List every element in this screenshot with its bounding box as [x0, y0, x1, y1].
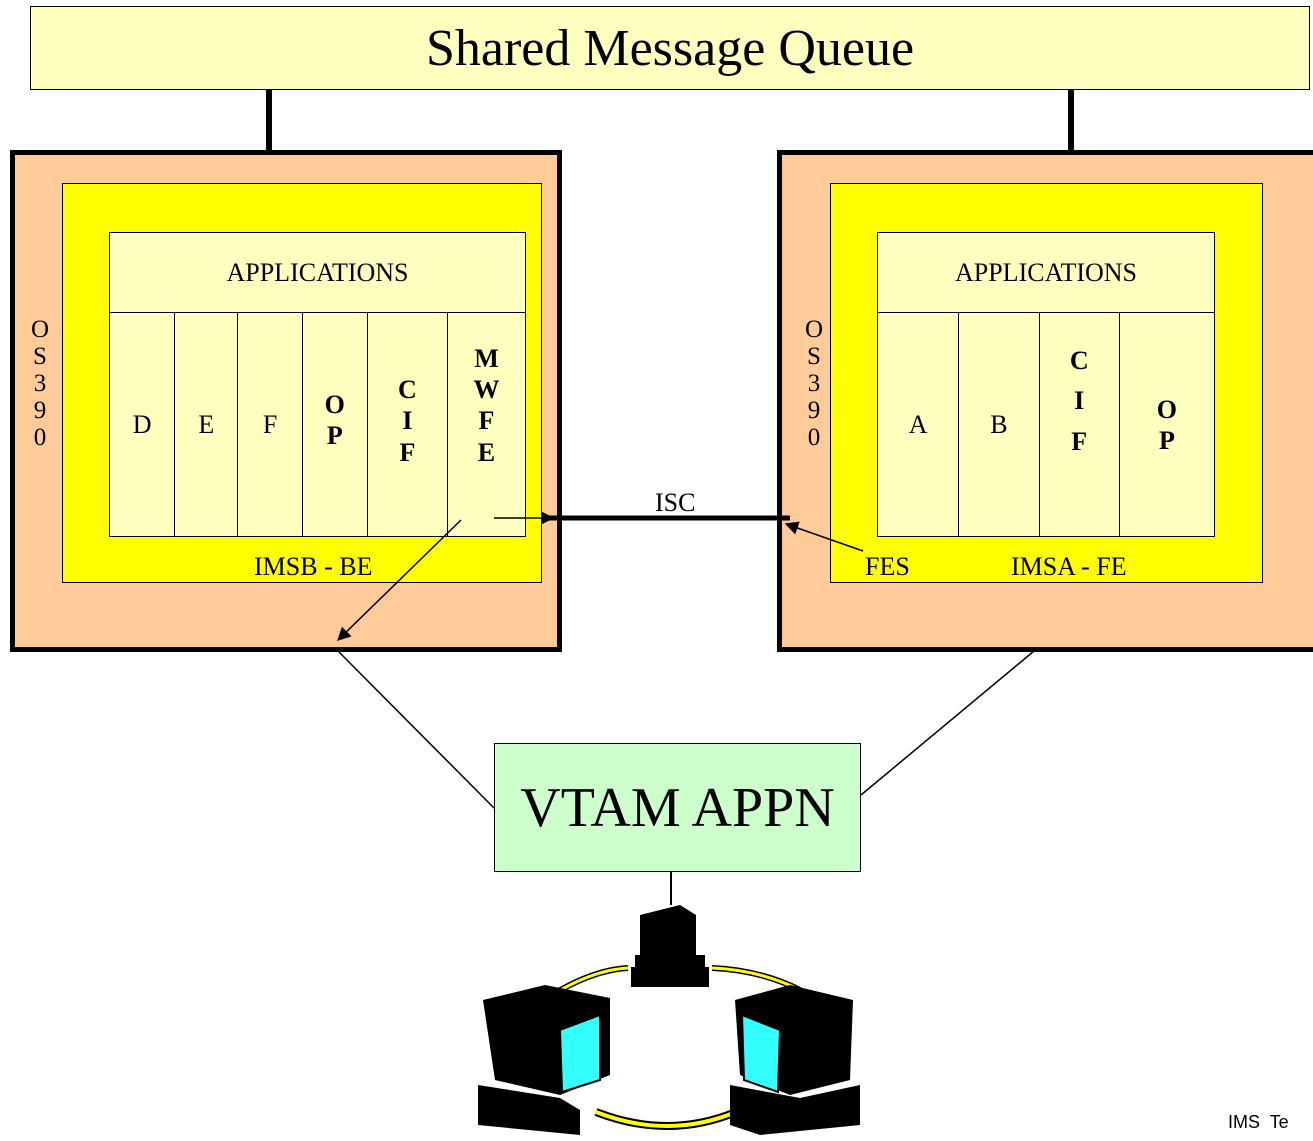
- fes-to-isc-arrow: [784, 521, 864, 552]
- isc-label: ISC: [655, 488, 696, 517]
- app-cell-d: D: [132, 410, 152, 440]
- left-queue-connector: [266, 89, 272, 153]
- left-os390-label: O S 3 9 0: [30, 316, 50, 451]
- right-ims-label: IMSA - FE: [1011, 552, 1127, 581]
- app-cell-e: E: [174, 313, 237, 537]
- footer-text: IMS Te: [1228, 1112, 1289, 1132]
- vtam-label: VTAM APPN: [520, 776, 835, 839]
- terminal-icon: [730, 985, 860, 1135]
- app-cell-b: B: [958, 313, 1038, 537]
- right-applications-header: APPLICATIONS: [878, 233, 1214, 313]
- queue-title: Shared Message Queue: [425, 19, 915, 77]
- mwfe-to-os390-arrow: [337, 519, 462, 641]
- right-queue-connector: [1068, 89, 1074, 153]
- right-to-vtam-line: [860, 650, 1035, 796]
- right-os390-label: O S 3 9 0: [804, 316, 824, 451]
- app-cell-f: F: [237, 313, 301, 537]
- app-cell-a: A: [908, 410, 928, 440]
- left-ims-label: IMSB - BE: [254, 552, 373, 581]
- fes-label: FES: [865, 552, 910, 581]
- vtam-appn-box: VTAM APPN: [494, 743, 861, 872]
- left-applications-header: APPLICATIONS: [110, 233, 525, 313]
- left-to-vtam-line: [337, 650, 495, 809]
- shared-message-queue: Shared Message Queue: [30, 6, 1310, 90]
- terminal-icon: [631, 905, 709, 987]
- terminal-icon: [478, 985, 610, 1135]
